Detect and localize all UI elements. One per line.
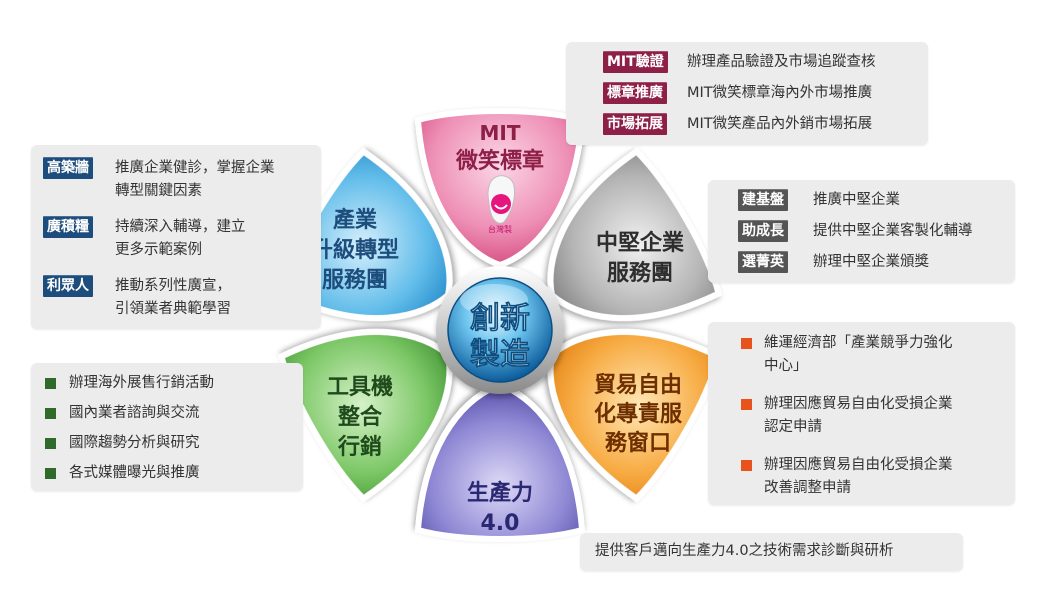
- trade-item-1-line2: 中心」: [764, 358, 808, 374]
- upgrade-item-1-line2: 轉型關鍵因素: [115, 183, 202, 199]
- marketing-item-4: 各式媒體曝光與推廣: [69, 465, 200, 481]
- mit-smile-logo-icon: 台灣製: [487, 175, 515, 234]
- petal-marketing-label-1: 工具機: [327, 375, 393, 400]
- petal-upgrade-label-3: 服務團: [322, 267, 388, 293]
- center-hub: [436, 266, 564, 394]
- petal-mit-label-2: 微笑標章: [455, 148, 544, 174]
- tag-store-grain: 廣積糧: [43, 216, 93, 238]
- bullet-square-icon: [45, 408, 56, 419]
- petal-midsize-label-2: 服務團: [607, 260, 673, 286]
- panel-mit: MIT驗證 辦理產品驗證及市場追蹤查核 標章推廣 MIT微笑標章海內外市場推廣 …: [566, 42, 928, 145]
- petal-mit-label-1: MIT: [480, 121, 521, 145]
- tag-select-elite: 選菁英: [738, 251, 788, 273]
- upgrade-item-1-line1: 推廣企業健診，掌握企業: [115, 160, 275, 176]
- petal-marketing: [277, 328, 453, 503]
- midsize-item-3-text: 辦理中堅企業頒獎: [813, 254, 929, 270]
- tag-mit-verification: MIT驗證: [603, 51, 668, 73]
- petal-marketing-label-2: 整合: [338, 404, 383, 430]
- bullet-square-icon: [741, 338, 752, 349]
- petal-upgrade-label-2: 升級轉型: [311, 237, 399, 263]
- petal-trade-label-1: 貿易自由: [594, 372, 682, 398]
- tag-build-foundation: 建基盤: [738, 189, 788, 211]
- panel-productivity: 提供客戶邁向生產力4.0之技術需求診斷與研析: [580, 533, 963, 571]
- marketing-item-1: 辦理海外展售行銷活動: [69, 375, 214, 391]
- trade-item-3-line1: 辦理因應貿易自由化受損企業: [764, 457, 953, 473]
- petal-marketing-label-3: 行銷: [337, 434, 382, 460]
- mit-item-1-text: 辦理產品驗證及市場追蹤查核: [687, 54, 876, 70]
- petal-trade-label-2: 化專責服: [594, 401, 683, 427]
- mit-item-3-text: MIT微笑產品內外銷市場拓展: [687, 116, 873, 132]
- petal-productivity: [414, 381, 586, 542]
- bullet-square-icon: [45, 378, 56, 389]
- tag-help-growth: 助成長: [738, 220, 788, 242]
- bullet-square-icon: [45, 438, 56, 449]
- marketing-item-3: 國際趨勢分析與研究: [69, 435, 200, 451]
- bullet-square-icon: [45, 468, 56, 479]
- tag-market-expansion: 市場拓展: [603, 113, 667, 135]
- panel-upgrade: 高築牆 推廣企業健診，掌握企業 轉型關鍵因素 廣積糧 持續深入輔導，建立 更多示…: [31, 145, 321, 329]
- petal-trade: [547, 328, 723, 503]
- productivity-item-text: 提供客戶邁向生產力4.0之技術需求診斷與研析: [595, 543, 894, 559]
- petal-upgrade-label-1: 產業: [333, 207, 378, 233]
- center-title-line2: 製造: [470, 337, 530, 372]
- petal-trade-label-3: 務窗口: [605, 430, 671, 456]
- panel-midsize: 建基盤 推廣中堅企業 助成長 提供中堅企業客製化輔導 選菁英 辦理中堅企業頒獎: [708, 180, 1015, 283]
- trade-item-3-line2: 改善調整申請: [764, 480, 851, 496]
- petal-productivity-label-2: 4.0: [481, 511, 520, 536]
- tag-mark-promotion: 標章推廣: [603, 82, 667, 104]
- upgrade-item-2-line1: 持續深入輔導，建立: [115, 219, 246, 235]
- bullet-square-icon: [741, 460, 752, 471]
- upgrade-item-3-line2: 引領業者典範學習: [115, 301, 231, 317]
- petal-productivity-label-1: 生產力: [467, 480, 533, 506]
- bullet-square-icon: [741, 399, 752, 410]
- midsize-item-1-text: 推廣中堅企業: [813, 192, 900, 208]
- midsize-item-2-text: 提供中堅企業客製化輔導: [813, 223, 973, 239]
- trade-item-2-line1: 辦理因應貿易自由化受損企業: [764, 396, 953, 412]
- upgrade-item-2-line2: 更多示範案例: [115, 242, 202, 258]
- petal-midsize: [547, 147, 723, 322]
- center-title-line1: 創新: [470, 301, 530, 336]
- panel-marketing: 辦理海外展售行銷活動 國內業者諮詢與交流 國際趨勢分析與研究 各式媒體曝光與推廣: [31, 363, 303, 491]
- mit-logo-caption: 台灣製: [488, 224, 512, 234]
- tag-benefit-all: 利眾人: [43, 275, 93, 297]
- trade-item-2-line2: 認定申請: [764, 419, 822, 435]
- petal-midsize-label-1: 中堅企業: [596, 230, 685, 256]
- panel-trade: 維運經濟部「產業競爭力強化 中心」 辦理因應貿易自由化受損企業 認定申請 辦理因…: [708, 322, 1015, 505]
- upgrade-item-3-line1: 推動系列性廣宣，: [115, 278, 231, 294]
- tag-build-walls: 高築牆: [43, 157, 93, 179]
- trade-item-1-line1: 維運經濟部「產業競爭力強化: [764, 335, 953, 351]
- mit-item-2-text: MIT微笑標章海內外市場推廣: [687, 85, 873, 101]
- marketing-item-2: 國內業者諮詢與交流: [69, 405, 200, 421]
